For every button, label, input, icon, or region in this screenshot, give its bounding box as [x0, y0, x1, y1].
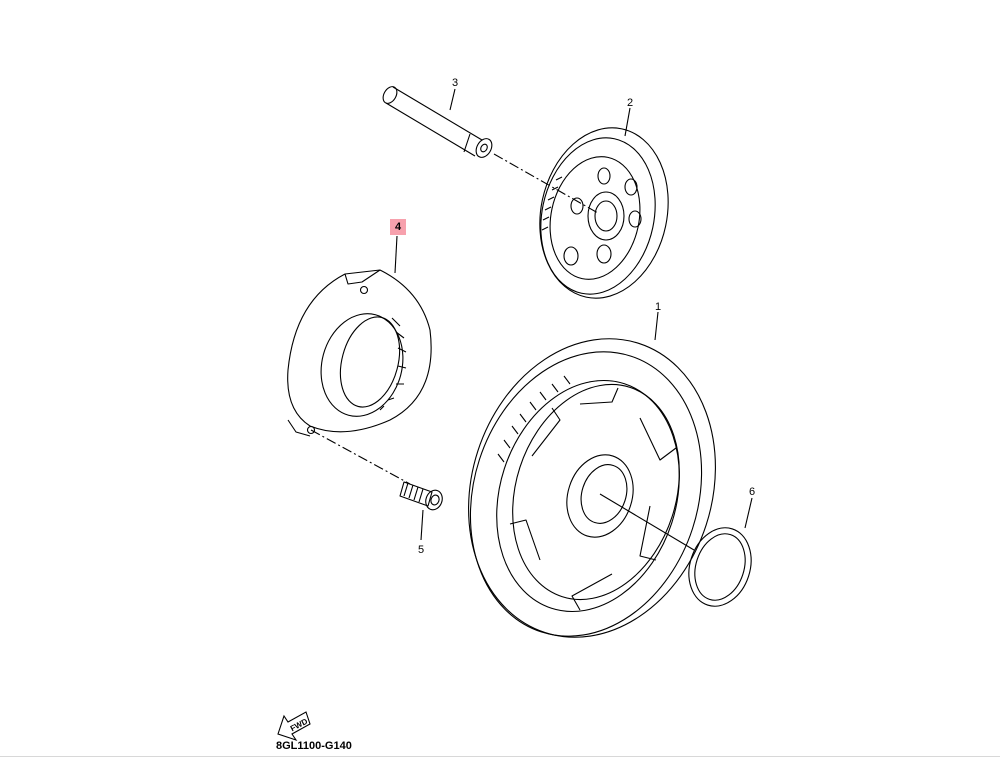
leader-line-4 [394, 235, 398, 274]
leader-line-2 [624, 107, 631, 137]
leader-1-to-6 [599, 493, 695, 551]
callout-part-5[interactable]: 5 [417, 544, 425, 556]
leader-line-6 [744, 497, 753, 529]
leader-line-1 [654, 311, 659, 341]
leader-line-3 [449, 88, 456, 111]
part-6-o-ring[interactable] [679, 520, 761, 615]
part-3-shaft[interactable] [380, 84, 495, 160]
leader-3-to-2 [493, 153, 599, 214]
callout-part-2[interactable]: 2 [626, 97, 634, 109]
callout-part-3[interactable]: 3 [451, 77, 459, 89]
diagram-code: 8GL1100-G140 [276, 740, 352, 752]
part-5-bolt[interactable] [399, 481, 445, 512]
part-2-gear[interactable] [524, 116, 683, 310]
leader-4-to-5 [310, 429, 411, 485]
callout-part-6[interactable]: 6 [748, 486, 756, 498]
leader-line-5 [420, 509, 424, 541]
fwd-arrow-icon: FWD [277, 711, 311, 742]
callout-part-1[interactable]: 1 [654, 301, 662, 313]
callout-part-4-highlighted[interactable]: 4 [390, 219, 406, 235]
part-1-gear[interactable] [431, 306, 753, 669]
part-4-plate[interactable] [287, 269, 432, 437]
